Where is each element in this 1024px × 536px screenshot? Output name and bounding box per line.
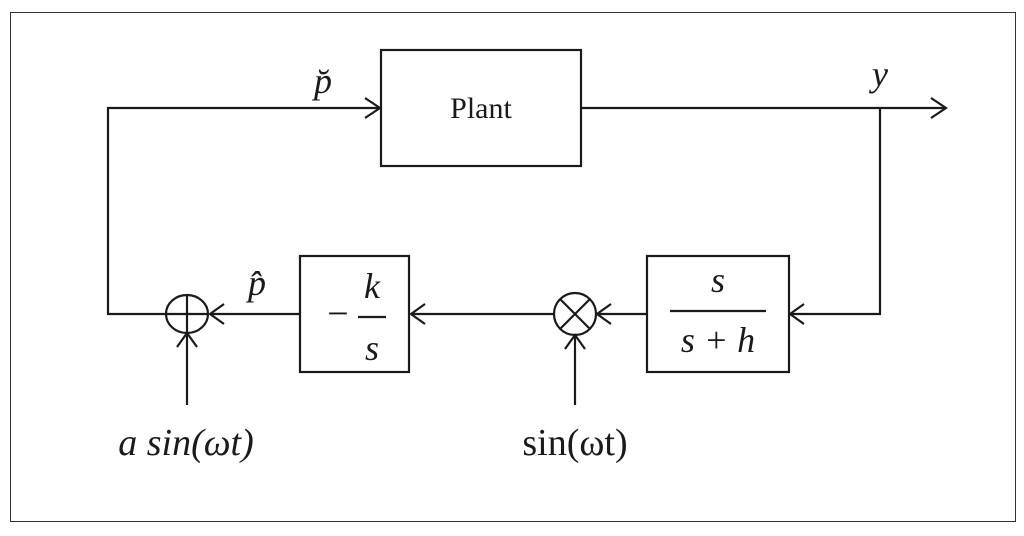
multiplier-junction xyxy=(552,291,598,337)
highpass-numerator: s xyxy=(711,260,725,300)
perturbation-arrowhead xyxy=(176,331,198,348)
multiplier-cross-b xyxy=(559,298,591,330)
output-label-y: y xyxy=(869,54,888,94)
demodulation-arrowhead xyxy=(564,333,586,350)
integrator-numerator: k xyxy=(364,266,381,306)
summing-junction xyxy=(164,293,210,335)
integrator-denominator: s xyxy=(365,328,379,368)
integrator-block: − k s xyxy=(298,254,411,374)
plant-label: Plant xyxy=(450,92,512,125)
integrator-sign: − xyxy=(327,293,348,335)
plant-input-arrowhead xyxy=(364,97,382,119)
feedback-line xyxy=(790,108,882,316)
output-arrowhead xyxy=(930,97,948,119)
integrator-input-arrowhead xyxy=(409,303,426,325)
perturbation-label: a sin(ωt) xyxy=(118,422,254,464)
plant-input-line xyxy=(106,106,379,316)
plant-input-label: p̆ xyxy=(311,61,332,101)
plant-block: Plant xyxy=(379,48,583,168)
estimate-label: p̂ xyxy=(245,263,266,303)
integrator-box xyxy=(298,254,411,374)
sum-input-arrowhead xyxy=(208,303,225,325)
demodulation-label: sin(ωt) xyxy=(522,422,627,464)
highpass-filter-box xyxy=(645,254,791,374)
plant-box xyxy=(379,48,583,168)
highpass-denominator: s + h xyxy=(681,320,755,360)
highpass-filter-block: s s + h xyxy=(645,254,791,374)
